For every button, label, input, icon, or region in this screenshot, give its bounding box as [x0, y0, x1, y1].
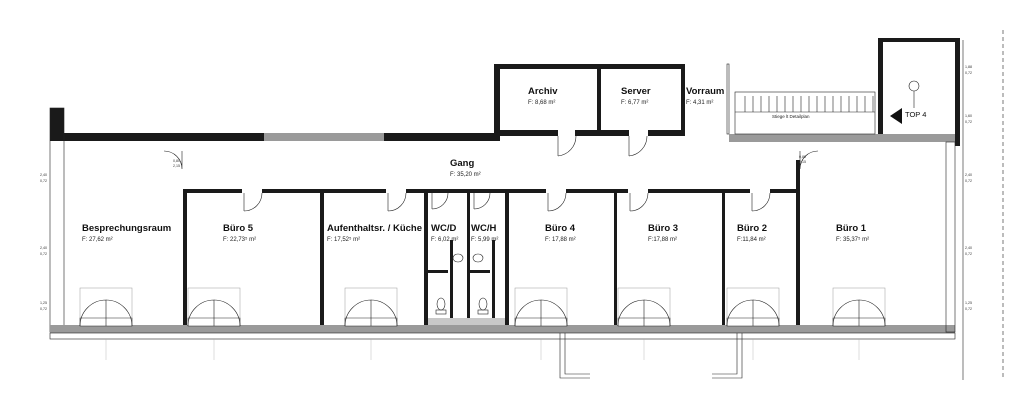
room-gang-area: F: 35,20 m² — [450, 172, 481, 178]
room-archiv-name: Archiv — [528, 86, 558, 97]
door-swing — [387, 192, 407, 212]
room-vorraum-name: Vorraum — [686, 86, 724, 97]
right-wall — [945, 30, 1004, 380]
window-swing — [752, 299, 780, 327]
room-gang-name: Gang — [450, 158, 474, 169]
partitions — [183, 160, 800, 325]
doors — [163, 135, 819, 315]
dim-right-2a: 2,40 — [965, 246, 972, 250]
window-swing — [344, 299, 372, 327]
room-buero4-area: F: 17,88 m² — [545, 237, 576, 243]
room-buero3-name: Büro 3 — [648, 223, 678, 234]
stair-note: Stiege lt Detailplan — [772, 114, 810, 119]
door-swing — [473, 192, 491, 210]
dim-left-2b: 0,72 — [40, 252, 47, 256]
room-buero2-name: Büro 2 — [737, 223, 767, 234]
dim-door-right-a: 0,80 — [799, 155, 806, 159]
door-swing — [431, 192, 449, 210]
door-swing — [751, 192, 771, 212]
room-archiv-area: F: 8,68 m² — [528, 100, 555, 106]
dim-right-4b: 0,72 — [965, 71, 972, 75]
dim-right-2b: 0,72 — [965, 252, 972, 256]
window-swing — [187, 299, 215, 327]
dim-right-3b: 0,72 — [965, 307, 972, 311]
door-swing — [628, 135, 648, 157]
dim-right-4a: 1,88 — [965, 65, 972, 69]
window-swing — [370, 299, 398, 327]
room-server-area: F: 6,77 m² — [621, 100, 648, 106]
window-swing — [79, 299, 107, 327]
room-wcd-name: WC/D — [431, 223, 456, 234]
room-aufenthalt-area: F: 17,52⁵ m² — [327, 236, 360, 243]
door-swing — [547, 192, 567, 212]
window-swing — [514, 299, 542, 327]
window-swing — [643, 299, 671, 327]
room-buero3-area: F:17,88 m² — [648, 237, 677, 243]
door-swing — [163, 150, 183, 170]
toilet-icon — [478, 297, 488, 311]
dim-right-1a: 2,40 — [965, 173, 972, 177]
window-swing — [617, 299, 645, 327]
dim-door-left-a: 0,80 — [173, 159, 180, 163]
dim-right-5a: 1,60 — [965, 114, 972, 118]
dim-left-3a: 1,25 — [40, 301, 47, 305]
room-wcd-area: F: 6,02 m² — [431, 237, 458, 243]
stairs: Stiege lt Detailplan TOP 4 — [734, 80, 926, 135]
dim-right-3a: 1,25 — [965, 301, 972, 305]
window-swing — [726, 299, 754, 327]
room-buero2-area: F:11,84 m² — [737, 237, 766, 243]
toilet-tank-icon — [435, 309, 447, 315]
room-wch-name: WC/H — [471, 223, 496, 234]
room-besprechung-area: F: 27,62 m² — [82, 237, 113, 243]
room-buero1-area: F: 35,37⁵ m² — [836, 236, 869, 243]
room-buero1-name: Büro 1 — [836, 223, 867, 234]
corridor-walls — [186, 189, 800, 193]
dim-door-right-b: 2,15 — [799, 160, 806, 164]
dimensions: 2,40 0,72 2,40 0,72 1,25 0,72 2,40 0,72 … — [40, 65, 972, 311]
sink-icon — [452, 253, 464, 263]
upper-walls — [49, 38, 960, 333]
window-swing — [213, 299, 241, 327]
room-vorraum-area: F: 4,31 m² — [686, 100, 713, 106]
window-swing — [858, 299, 886, 327]
door-swing — [243, 192, 263, 212]
toilet-icon — [436, 297, 446, 311]
dim-left-1a: 2,40 — [40, 173, 47, 177]
dim-right-1b: 0,72 — [965, 179, 972, 183]
room-buero5-area: F: 22,73⁵ m² — [223, 236, 256, 243]
dim-right-5b: 0,72 — [965, 120, 972, 124]
south-wall — [49, 287, 956, 379]
window-swing — [105, 299, 133, 327]
window-swing — [540, 299, 568, 327]
dim-left-1b: 0,72 — [40, 179, 47, 183]
room-aufenthalt-name: Aufenthaltsr. / Küche — [327, 223, 422, 234]
door-swing — [629, 192, 649, 212]
dim-left-2a: 2,40 — [40, 246, 47, 250]
sink-icon — [472, 253, 484, 263]
room-besprechung-name: Besprechungsraum — [82, 223, 171, 234]
door-swing — [799, 150, 819, 170]
toilet-tank-icon — [477, 309, 489, 315]
room-wch-area: F: 5,99 m² — [471, 237, 498, 243]
dim-left-3b: 0,72 — [40, 307, 47, 311]
door-swing — [557, 135, 577, 157]
room-buero4-name: Büro 4 — [545, 223, 576, 234]
room-server-name: Server — [621, 86, 651, 97]
room-labels: Archiv F: 8,68 m² Server F: 6,77 m² Vorr… — [82, 86, 869, 243]
top4-label: TOP 4 — [905, 110, 926, 119]
dim-door-left-b: 2,15 — [173, 164, 180, 168]
room-buero5-name: Büro 5 — [223, 223, 254, 234]
window-swing — [832, 299, 860, 327]
